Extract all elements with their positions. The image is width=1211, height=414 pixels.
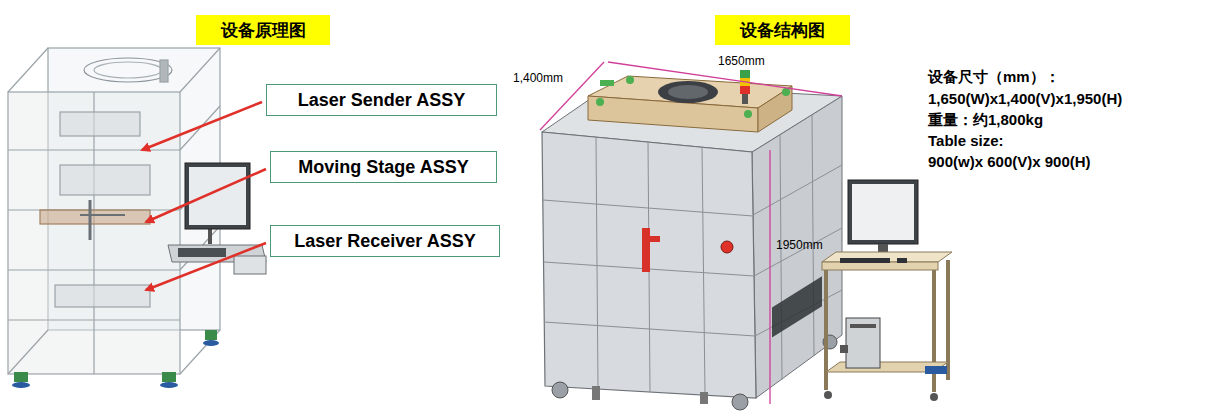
callout-box: Laser Receiver ASSY <box>270 225 500 257</box>
dimension-lines <box>540 62 842 404</box>
dimension-label: 1,400mm <box>513 71 563 85</box>
dimension-label: 1650mm <box>718 54 765 68</box>
operator-desk <box>822 180 952 401</box>
callout-box: Laser Sender ASSY <box>266 84 497 116</box>
closed-cabinet <box>542 70 842 410</box>
box-text: Laser Receiver ASSY <box>294 231 475 252</box>
spec-text: 1,650(W)x1,400(V)x1,950(H) <box>928 90 1122 107</box>
box-text: 设备结构图 <box>740 19 825 42</box>
box-text: 设备原理图 <box>221 19 306 42</box>
dimension-label: 1950mm <box>776 238 823 252</box>
section-title: 设备结构图 <box>715 15 850 45</box>
spec-text: Table size: <box>928 132 1004 149</box>
section-title: 设备原理图 <box>196 15 330 45</box>
spec-text: 设备尺寸（mm）： <box>928 68 1060 87</box>
spec-text: 重量：约1,800kg <box>928 111 1043 130</box>
callout-leaders <box>142 102 266 290</box>
callout-box: Moving Stage ASSY <box>270 151 497 183</box>
box-text: Laser Sender ASSY <box>298 90 465 111</box>
box-text: Moving Stage ASSY <box>298 157 468 178</box>
cabinet-feet <box>12 330 219 388</box>
operator-monitor <box>168 163 266 274</box>
spec-text: 900(w)x 600(V)x 900(H) <box>928 153 1091 170</box>
